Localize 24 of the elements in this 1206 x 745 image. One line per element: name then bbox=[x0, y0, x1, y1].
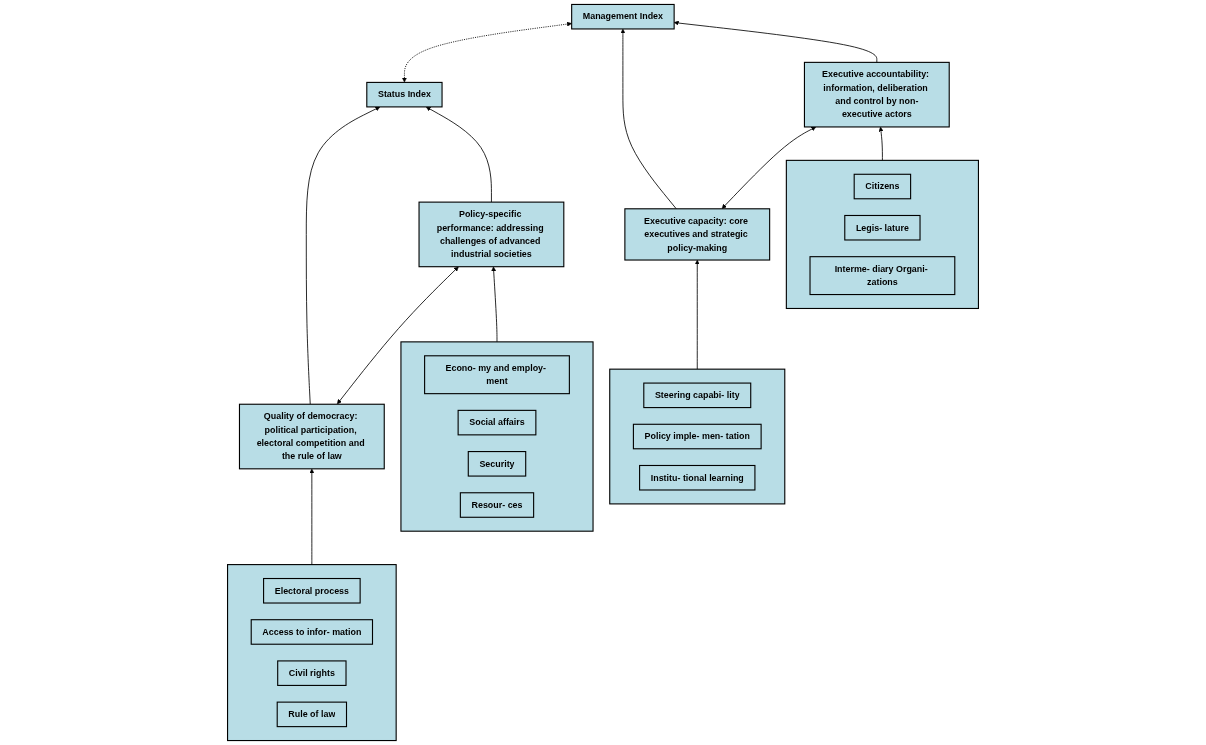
cluster bbox=[785, 159, 979, 310]
node-box: Steering capabi- lity bbox=[643, 382, 752, 409]
node-box: Executive accountability: information, deliberation and control by non-executive actors bbox=[803, 61, 950, 128]
node-box: Executive capacity: core executives and strategic policy-making bbox=[624, 208, 771, 261]
cluster bbox=[400, 341, 594, 532]
node-box: Citizens bbox=[853, 173, 912, 200]
node-box: Resour- ces bbox=[459, 492, 535, 518]
cluster bbox=[227, 564, 397, 742]
node-box: Institu- tional learning bbox=[639, 464, 756, 491]
node-box: Security bbox=[467, 451, 527, 477]
node-box: Policy-specific performance: addressing challenges of advanced industrial societies bbox=[418, 201, 565, 268]
node-box: Quality of democracy: political participation, electoral competition and the rule of law bbox=[238, 403, 385, 470]
node-box: Civil rights bbox=[277, 660, 347, 686]
node-box: Rule of law bbox=[276, 701, 348, 728]
node-box: Interme- diary Organi- zations bbox=[809, 256, 956, 296]
node-box: Electoral process bbox=[263, 577, 361, 604]
node-box: Status Index bbox=[366, 81, 443, 108]
node-box: Policy imple- men- tation bbox=[632, 423, 762, 450]
node-box: Access to infor- mation bbox=[250, 619, 374, 645]
node-box: Econo- my and employ- ment bbox=[424, 355, 570, 395]
cluster bbox=[609, 368, 786, 505]
node-box: Management Index bbox=[571, 3, 675, 30]
node-box: Social affairs bbox=[457, 409, 537, 436]
node-box: Legis- lature bbox=[844, 214, 921, 241]
